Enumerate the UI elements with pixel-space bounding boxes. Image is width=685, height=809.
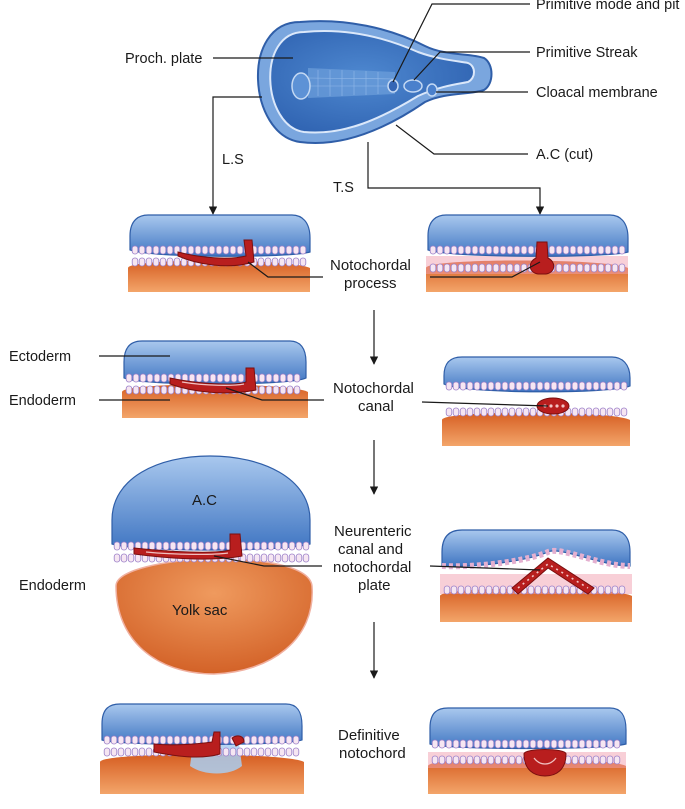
label-notochordal-canal-1: Notochordal bbox=[333, 380, 414, 397]
ectoderm-cells bbox=[113, 541, 310, 551]
label-neurenteric-2: canal and bbox=[338, 541, 403, 558]
label-primitive-node: Primitive mode and pit bbox=[536, 0, 679, 13]
cloacal-membrane-mark bbox=[426, 83, 438, 97]
label-yolk-sac: Yolk sac bbox=[172, 602, 228, 619]
notochordal-canal-leader-right bbox=[421, 401, 549, 407]
ectoderm-cells bbox=[125, 373, 301, 383]
label-proch-plate: Proch. plate bbox=[125, 51, 202, 67]
ls-section-2 bbox=[122, 340, 308, 418]
ls-section-3 bbox=[111, 455, 313, 675]
endoderm-cells bbox=[429, 263, 626, 273]
label-endoderm-top: Endoderm bbox=[9, 393, 76, 409]
ts-arrow bbox=[367, 142, 545, 215]
notochordal-process-leader-right bbox=[430, 261, 541, 278]
label-primitive-streak: Primitive Streak bbox=[536, 45, 638, 61]
prochordal-plate-mark bbox=[291, 72, 311, 100]
label-notochordal-process-1: Notochordal bbox=[330, 257, 411, 274]
ectoderm-cells bbox=[429, 245, 626, 255]
ts-section-1 bbox=[426, 214, 629, 292]
ts-section-3 bbox=[440, 529, 632, 622]
label-endoderm-side: Endoderm bbox=[19, 578, 86, 594]
label-cloacal-membrane: Cloacal membrane bbox=[536, 85, 658, 101]
label-ac: A.C bbox=[192, 492, 217, 509]
neurenteric-leader-left bbox=[213, 555, 322, 567]
notochordal-process-leader-left bbox=[247, 261, 323, 278]
ts-section-2 bbox=[442, 356, 631, 446]
primitive-node-mark bbox=[387, 79, 399, 93]
label-notochordal-canal-2: canal bbox=[358, 398, 394, 415]
label-notochordal-process-2: process bbox=[344, 275, 397, 292]
ls-section-4 bbox=[100, 703, 304, 794]
ectoderm-cells bbox=[431, 739, 621, 749]
primitive-streak-mark bbox=[403, 79, 423, 93]
label-neurenteric-3: notochordal bbox=[333, 559, 411, 576]
ls-section-1 bbox=[128, 214, 311, 292]
endoderm-cells bbox=[445, 407, 628, 417]
notochordal-canal-leader-left bbox=[225, 387, 324, 401]
label-ls: L.S bbox=[222, 152, 244, 168]
label-ac-cut: A.C (cut) bbox=[536, 147, 593, 163]
ts-section-4 bbox=[428, 707, 627, 794]
neurenteric-leader-right bbox=[429, 565, 541, 571]
label-definitive-2: notochord bbox=[339, 745, 406, 762]
primitive-streak-leader bbox=[413, 51, 530, 81]
embryonic-disc bbox=[257, 20, 493, 144]
label-neurenteric-4: plate bbox=[358, 577, 391, 594]
ectoderm-cells bbox=[131, 245, 307, 255]
label-neurenteric-1: Neurenteric bbox=[334, 523, 412, 540]
primitive-node-leader bbox=[392, 3, 530, 83]
ac-cut-leader bbox=[395, 124, 528, 155]
label-definitive-1: Definitive bbox=[338, 727, 400, 744]
ls-arrow bbox=[208, 96, 262, 215]
ectoderm-cells bbox=[445, 381, 628, 391]
label-ectoderm: Ectoderm bbox=[9, 349, 71, 365]
label-ts: T.S bbox=[333, 180, 354, 196]
